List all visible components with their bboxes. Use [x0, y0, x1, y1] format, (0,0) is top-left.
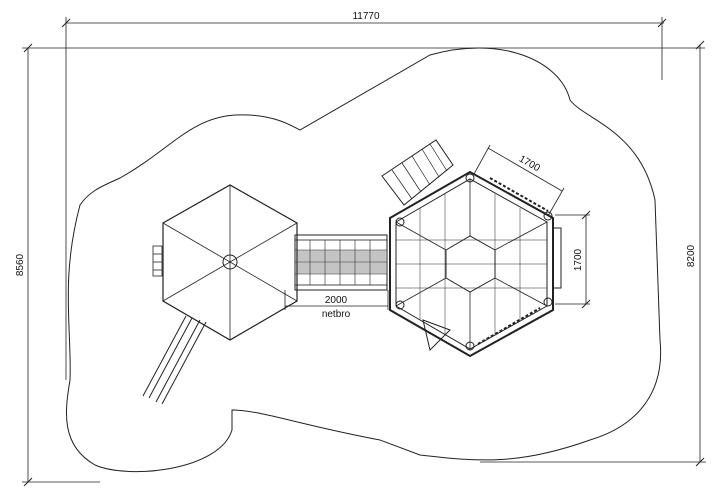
- hex-side-vertical-label: 1700: [573, 248, 584, 271]
- safety-zone-outline: [65, 47, 662, 473]
- right-net-tower: [381, 139, 562, 358]
- bridge-name-label: netbro: [322, 309, 351, 320]
- left-height-dimension: 8560: [15, 43, 705, 487]
- right-height-dimension: 8200: [480, 40, 706, 467]
- net-bridge: 2000 netbro: [284, 234, 389, 320]
- hex-side-diagonal-dimension: 1700: [473, 144, 565, 217]
- width-dimension-label: 11770: [352, 11, 380, 22]
- left-height-dimension-label: 8560: [15, 253, 26, 276]
- width-dimension: 11770: [61, 11, 667, 380]
- bridge-length-label: 2000: [325, 295, 348, 306]
- right-height-dimension-label: 8200: [686, 244, 697, 267]
- hex-side-vertical-dimension: 1700: [555, 210, 591, 309]
- left-roof-tower: [142, 184, 298, 405]
- hex-side-diagonal-label: 1700: [517, 154, 542, 175]
